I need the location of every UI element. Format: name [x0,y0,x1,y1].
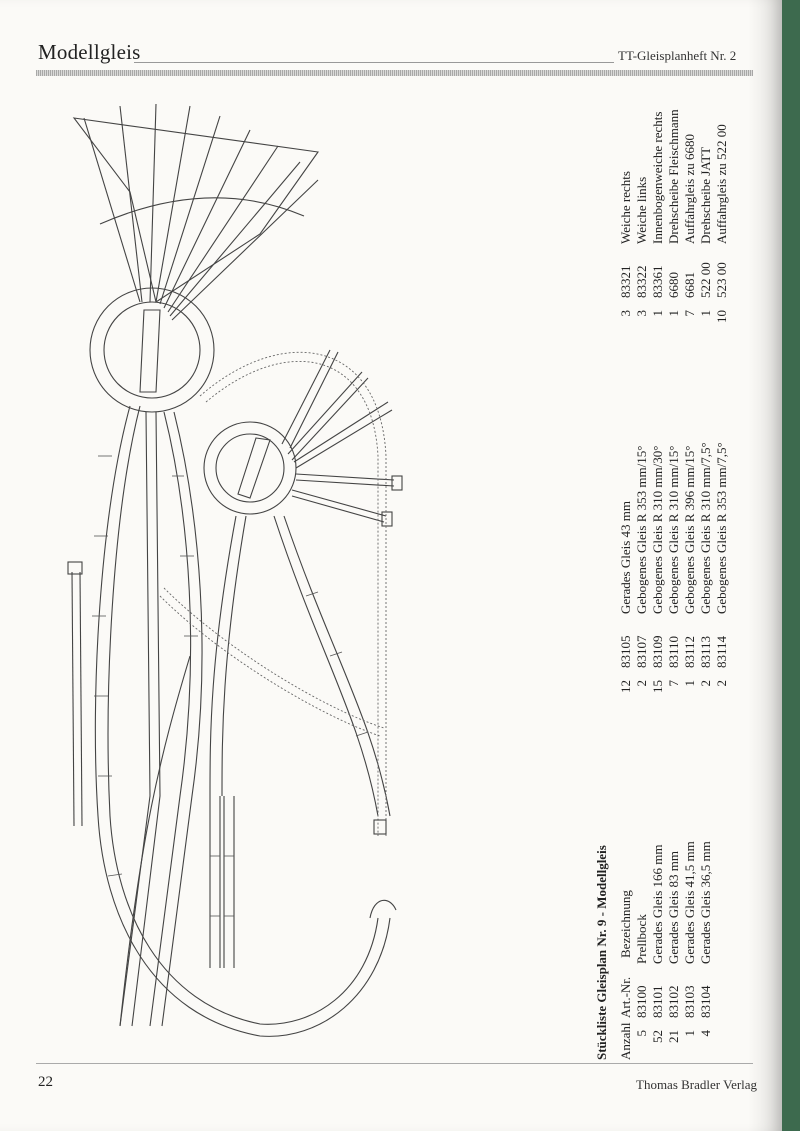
track-plan-diagram [67,103,403,1037]
page-edge-shadow [748,0,782,1131]
turntable-large [89,287,215,413]
parts-list-title: Stückliste Gleisplan Nr. 9 - Modellgleis [594,845,609,1060]
loop-end [369,899,397,919]
parts-header-row: Anzahl Art.-Nr. Bezeichnung [618,841,634,1060]
fan-tracks-large [72,103,319,321]
dotted-loop [159,351,387,836]
buffer-stop [373,819,387,835]
col-anzahl: Anzahl [618,1022,633,1060]
publisher: Thomas Bradler Verlag [636,1077,758,1092]
turntable-small [203,349,403,527]
header-band [36,70,753,76]
header-title: Modellgleis [38,40,141,64]
col-bezeichnung: Bezeichnung [618,890,633,958]
footer-rule [36,1063,753,1064]
header-series: TT-Gleisplanheft Nr. 2 [618,48,737,63]
page-number: 22 [38,1074,53,1090]
parts-list: Stückliste Gleisplan Nr. 9 - Modellgleis… [594,95,754,1060]
main-tracks [94,405,391,1037]
left-siding [67,561,83,827]
page: Modellgleis TT-Gleisplanheft Nr. 2 [0,0,782,1131]
col-artnr: Art.-Nr. [618,976,633,1018]
header-rule [134,62,614,63]
